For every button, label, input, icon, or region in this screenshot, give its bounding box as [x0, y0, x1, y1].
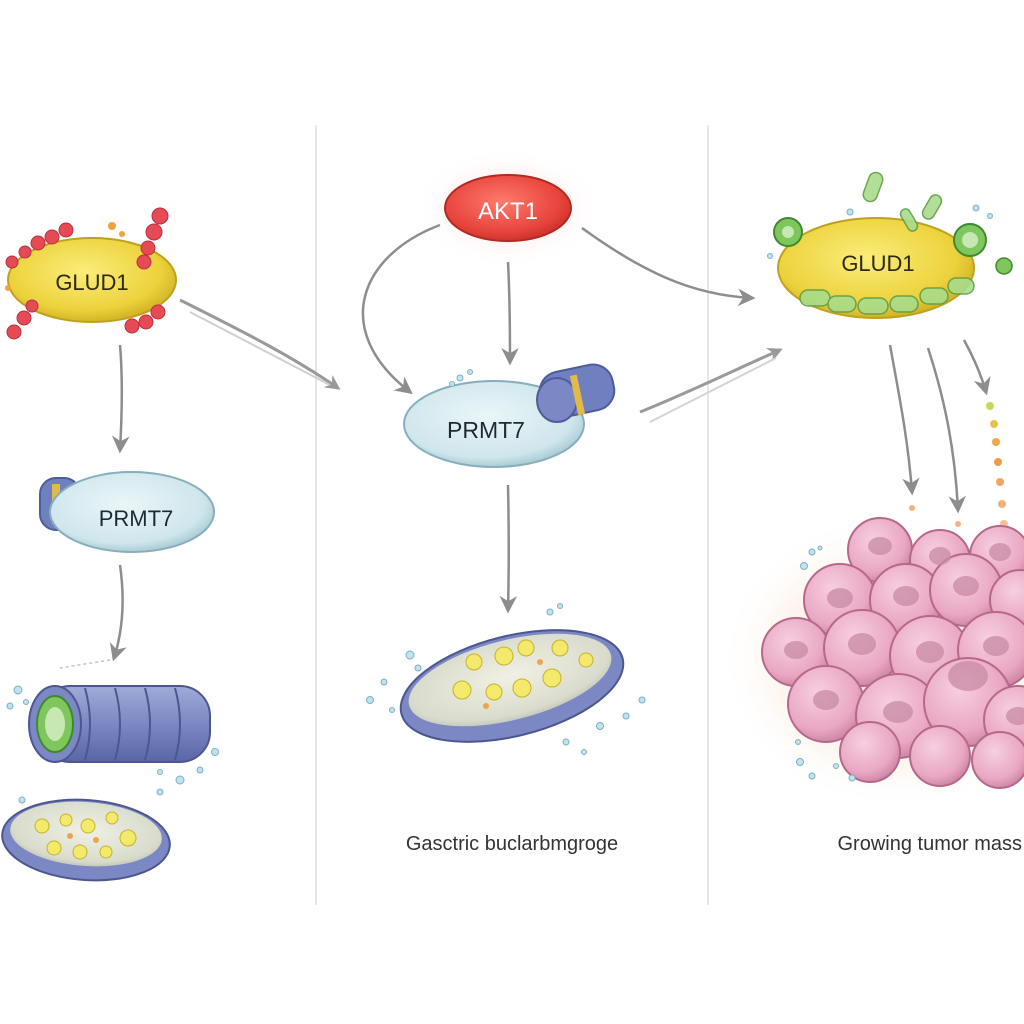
- vesicle-panel2: [399, 629, 625, 743]
- droplets-icon: [795, 545, 856, 782]
- glud1-label-panel3: GLUD1: [841, 251, 914, 276]
- droplets-icon: [6, 685, 219, 804]
- prmt7-protein-panel2: PRMT7: [403, 363, 616, 468]
- arrow-akt1-curve-left: [361, 223, 441, 395]
- prmt7-label-panel1: PRMT7: [99, 506, 174, 531]
- prmt7-label-panel2: PRMT7: [447, 417, 525, 443]
- glud1-label-panel1: GLUD1: [55, 270, 128, 295]
- red-bead-chain-icon: [5, 207, 169, 340]
- panel-1: GLUD1 PRMT7: [1, 207, 341, 882]
- akt1-protein: AKT1: [413, 148, 603, 268]
- panel-3: GLUD1: [720, 171, 1024, 855]
- arrow-glud1-to-tumor-2: [926, 347, 967, 514]
- glud1-protein-panel1: GLUD1: [5, 207, 177, 340]
- arrow-panel2-to-panel3: [639, 347, 783, 414]
- arrow-glud1-to-prmt7: [112, 344, 130, 454]
- arrow-akt1-to-glud1: [581, 226, 756, 307]
- arrow-glud1-to-tumor-3: [962, 339, 991, 396]
- channel-barrel-icon: [28, 685, 211, 763]
- tumor-mass: [720, 510, 1024, 810]
- arrow-akt1-to-prmt7: [501, 261, 519, 366]
- arrow-prmt7-to-channel: [109, 564, 127, 662]
- prmt7-protein-panel1: PRMT7: [39, 471, 215, 553]
- vesicle-panel1: [1, 798, 171, 882]
- akt1-label: AKT1: [478, 198, 538, 225]
- panel3-caption: Growing tumor mass: [838, 833, 1023, 855]
- arrow-panel1-to-panel2: [179, 298, 341, 390]
- droplets-icon: [366, 603, 646, 755]
- arrow-glud1-to-tumor-1: [888, 344, 920, 496]
- panel2-caption: Gasctric buclarbmgroge: [406, 833, 618, 855]
- panel-2: AKT1 PRMT7: [361, 148, 783, 855]
- arrow-prmt7-to-vesicle: [499, 484, 518, 614]
- glud1-protein-panel3: GLUD1: [773, 171, 1013, 319]
